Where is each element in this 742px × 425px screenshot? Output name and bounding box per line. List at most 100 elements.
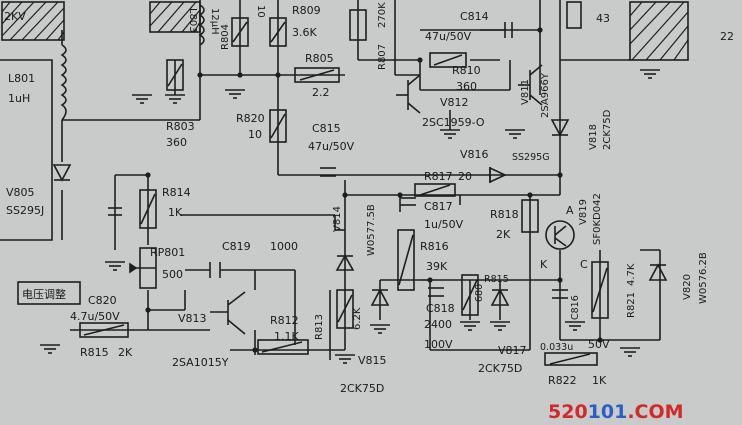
label-v815: V815	[358, 354, 387, 367]
label-l803-val: 12μH	[209, 8, 220, 35]
watermark-part1: 520	[548, 401, 588, 423]
label-r821: R821	[626, 292, 637, 318]
label-rp801-val: 500	[162, 268, 183, 281]
resistor-r804	[231, 17, 249, 47]
label-r822: R822	[548, 374, 577, 387]
transistor-v813	[210, 291, 246, 335]
label-r820: R820	[236, 112, 265, 125]
label-pin-a: A	[566, 204, 574, 217]
label-r817-val: 20	[458, 170, 472, 183]
label-v812: V812	[440, 96, 469, 109]
label-v819: V819	[578, 199, 589, 225]
label-r805-val: 2.2	[312, 86, 330, 99]
label-r815-top-val: 680	[474, 284, 485, 302]
label-v814-part: W0577.5B	[366, 204, 377, 256]
label-r803-val: 360	[166, 136, 187, 149]
label-rp801: RP801	[150, 246, 185, 259]
label-r803: R803	[166, 120, 195, 133]
label-r805: R805	[305, 52, 334, 65]
resistor-r-top-right	[566, 1, 582, 29]
label-v811: V811	[520, 79, 531, 105]
label-v805-part: SS295J	[6, 204, 44, 217]
label-r821-val: 4.7K	[626, 263, 637, 286]
label-pin-k: K	[540, 258, 548, 271]
label-r809-val: 3.6K	[292, 26, 317, 39]
zener-v820	[648, 263, 668, 281]
label-v820: V820	[682, 274, 693, 300]
label-r814-val: 1K	[168, 206, 183, 219]
label-c816-val: 0.033u	[540, 342, 573, 353]
label-v812-part: 2SC1959-O	[422, 116, 485, 129]
capacitor-c820	[108, 207, 122, 216]
resistor-r805	[294, 67, 340, 83]
label-c817-val: 1u/50V	[424, 218, 464, 231]
label-v817: V817	[498, 344, 527, 357]
capacitor-c816	[552, 289, 568, 299]
label-v805: V805	[6, 186, 35, 199]
label-v820-part: W0576.2B	[698, 252, 709, 304]
resistor-r807	[349, 9, 367, 41]
resistor-r813	[336, 289, 354, 329]
label-r815: R815	[80, 346, 109, 359]
resistor-r810	[429, 52, 467, 68]
label-c815: C815	[312, 122, 341, 135]
label-r820-val: 10	[248, 128, 262, 141]
resistor-r803	[166, 59, 184, 91]
label-v814: V814	[332, 206, 343, 232]
watermark-part2: 101	[588, 401, 628, 423]
diode-v818	[550, 119, 570, 137]
label-r812: R812	[270, 314, 299, 327]
label-c819-val: 1000	[270, 240, 298, 253]
label-2kv: 2KV	[4, 10, 26, 23]
label-c814-val: 47u/50V	[425, 30, 472, 43]
label-v817-part: 2CK75D	[478, 362, 522, 375]
label-c815-val: 47u/50V	[308, 140, 355, 153]
label-v816: V816	[460, 148, 489, 161]
zener-v814	[335, 254, 355, 271]
label-v813-part: 2SA1015Y	[172, 356, 229, 369]
inductor-l803	[198, 4, 205, 46]
hatched-module-left	[1, 1, 65, 41]
capacitor-c817	[400, 197, 416, 206]
label-l803: L803	[187, 8, 198, 33]
label-r809: R809	[292, 4, 321, 17]
label-box-voltage-adjust	[17, 281, 81, 305]
resistor-r809	[269, 17, 287, 47]
diode-v816	[489, 166, 507, 184]
label-c818-v: 100V	[424, 338, 453, 351]
resistor-r816	[397, 229, 415, 291]
diode-v815	[370, 288, 390, 306]
label-v815-part: 2CK75D	[340, 382, 384, 395]
inductor-l801	[60, 44, 67, 121]
label-r816-val: 39K	[426, 260, 448, 273]
resistor-r821	[591, 261, 609, 319]
label-r804: R804	[220, 24, 231, 50]
label-c819: C819	[222, 240, 251, 253]
label-c817: C817	[424, 200, 453, 213]
module-left-edge	[0, 59, 53, 241]
label-v811-part: 2SA966Y	[540, 72, 551, 118]
label-c818: C818	[426, 302, 455, 315]
hatched-module-right	[629, 1, 689, 61]
label-v818: V818	[588, 124, 599, 150]
label-r818: R818	[490, 208, 519, 221]
resistor-r820	[269, 109, 287, 143]
potentiometer-rp801	[129, 247, 157, 289]
label-c814: C814	[460, 10, 489, 23]
label-c818-val: 2400	[424, 318, 452, 331]
label-pin-c: C	[580, 258, 588, 271]
label-voltage-adjust: 电压调整	[22, 287, 66, 301]
label-r814: R814	[162, 186, 191, 199]
transistor-v819	[545, 220, 575, 250]
ground-symbols	[40, 69, 660, 364]
label-r822-val: 1K	[592, 374, 607, 387]
capacitor-c819	[209, 262, 221, 278]
resistor-r815-680	[461, 274, 479, 316]
label-r815-top: R815	[484, 274, 509, 285]
resistor-r814	[139, 189, 157, 229]
label-l801-val: 1uH	[8, 92, 30, 105]
label-r-top-right-val: 43	[596, 12, 610, 25]
label-c816-v: 50V	[588, 338, 610, 351]
label-r810: R810	[452, 64, 481, 77]
label-r812-val: 1.1K	[274, 330, 299, 343]
